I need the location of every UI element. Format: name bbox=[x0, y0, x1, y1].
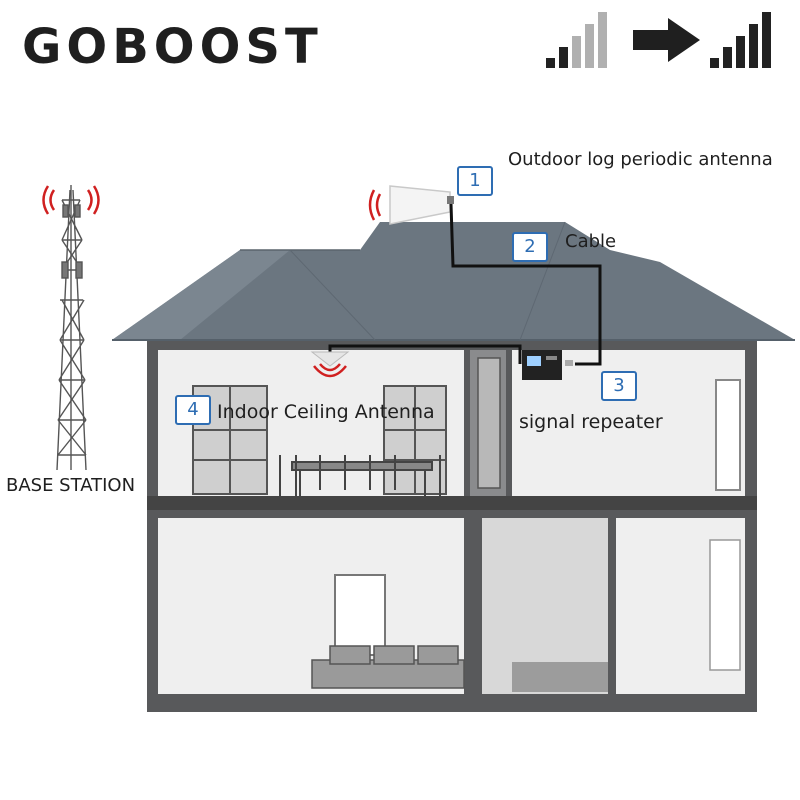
step-badge-2: 2 bbox=[512, 232, 548, 262]
signal-repeater-label: signal repeater bbox=[519, 411, 663, 433]
strong-bar-2 bbox=[723, 47, 732, 68]
outdoor-antenna-icon bbox=[390, 186, 454, 224]
lower-divider bbox=[464, 510, 482, 710]
floor-slab bbox=[147, 496, 757, 510]
outdoor-antenna-label: Outdoor log periodic antenna bbox=[508, 149, 773, 170]
strong-bar-5 bbox=[762, 12, 771, 68]
sofa bbox=[312, 646, 464, 688]
strong-bar-4 bbox=[749, 24, 758, 68]
lower-mid-panel bbox=[512, 662, 608, 692]
stair-window bbox=[478, 358, 500, 488]
door-lower-left bbox=[335, 575, 385, 655]
arrow-right-icon bbox=[633, 18, 700, 62]
outdoor-antenna-signal-icon bbox=[370, 190, 380, 220]
weak-bar-2 bbox=[559, 47, 568, 68]
lower-divider-2 bbox=[608, 510, 616, 710]
step-badge-3: 3 bbox=[601, 371, 637, 401]
weak-bar-1 bbox=[546, 58, 555, 68]
door-upper-right bbox=[716, 380, 740, 490]
step-badge-4: 4 bbox=[175, 395, 211, 425]
base-station-label: BASE STATION bbox=[6, 475, 135, 496]
base-station-tower-icon bbox=[57, 185, 86, 470]
weak-bar-3 bbox=[572, 36, 581, 68]
weak-signal-icon bbox=[546, 12, 607, 68]
cable-label: Cable bbox=[565, 231, 616, 252]
step-badge-1: 1 bbox=[457, 166, 493, 196]
weak-bar-4 bbox=[585, 24, 594, 68]
strong-bar-3 bbox=[736, 36, 745, 68]
weak-bar-5 bbox=[598, 12, 607, 68]
indoor-antenna-label: Indoor Ceiling Antenna bbox=[217, 401, 435, 423]
lower-right-door bbox=[710, 540, 740, 670]
strong-bar-1 bbox=[710, 58, 719, 68]
strong-signal-icon bbox=[710, 12, 771, 68]
